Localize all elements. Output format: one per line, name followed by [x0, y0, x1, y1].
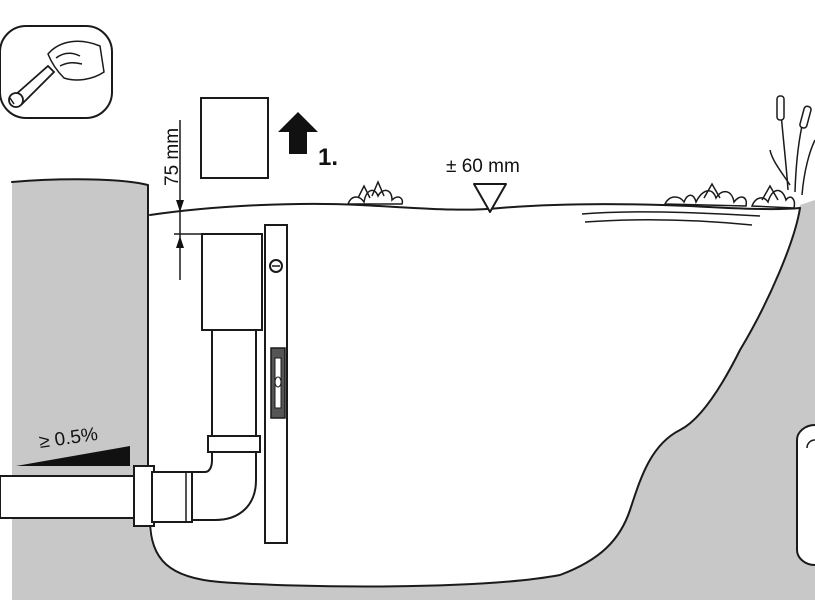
- step-number: 1.: [318, 144, 338, 171]
- water-lily-left: [346, 180, 404, 205]
- pond-edge-line: [149, 207, 801, 588]
- slope-wedge: [16, 446, 130, 466]
- pond-container: [796, 424, 815, 566]
- water-ripple-1: [581, 211, 761, 217]
- horizontal-pipe: [0, 475, 141, 519]
- ground-left-edge: [11, 178, 149, 466]
- unit-lid: [200, 97, 269, 179]
- water-lily-right: [663, 182, 796, 209]
- reed-plants: [769, 95, 815, 196]
- gap-dimension-label: 75 mm: [162, 128, 183, 186]
- arrow-up-icon: [278, 112, 318, 154]
- filter-unit-body: [201, 233, 263, 331]
- wrench-hand-icon: [0, 25, 113, 119]
- level-tolerance-label: ± 60 mm: [446, 156, 520, 177]
- gap-dimension-marker: [174, 120, 202, 280]
- spirit-level-icon: [264, 224, 288, 544]
- vertical-pipe-socket: [207, 435, 261, 453]
- pipe-elbow: [189, 451, 257, 521]
- water-surface-line: [149, 202, 801, 216]
- water-level-triangle-icon: [473, 183, 507, 213]
- water-ripple-2: [584, 219, 753, 226]
- pond-water-area: [150, 203, 800, 587]
- vertical-pipe: [211, 329, 257, 451]
- ground-cross-section: [0, 179, 815, 601]
